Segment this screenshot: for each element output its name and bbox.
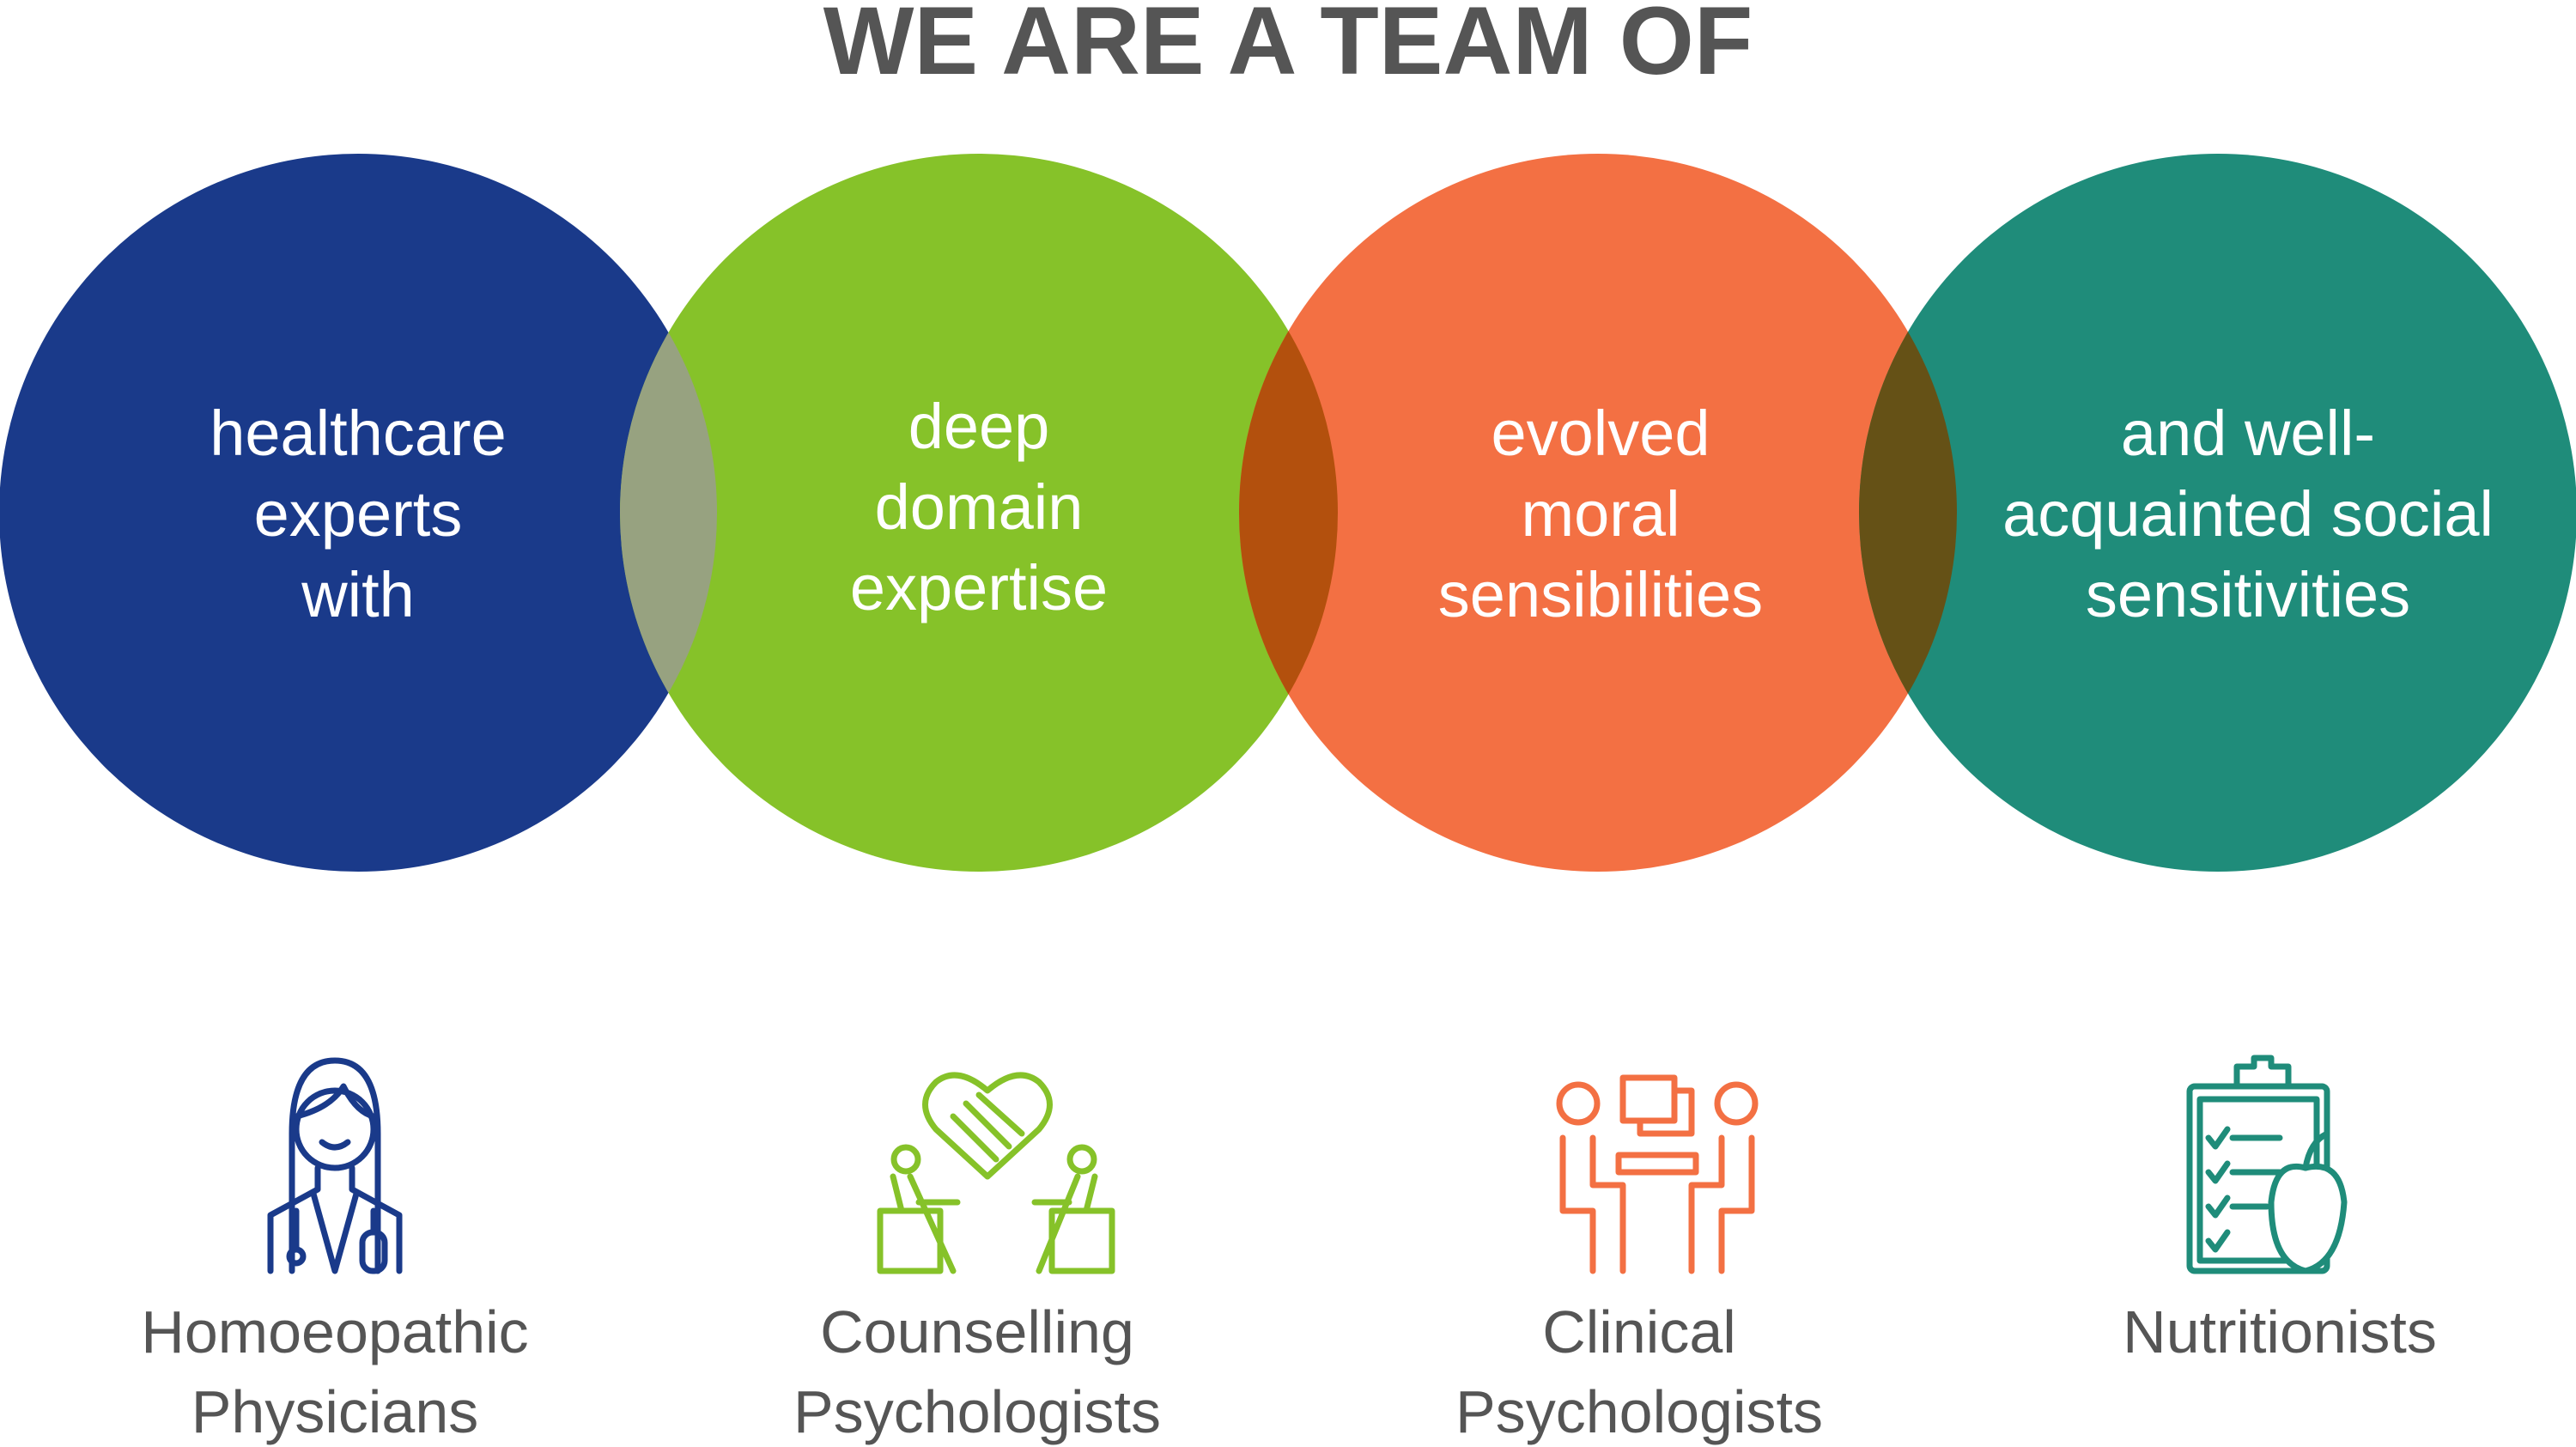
circle-line: evolved [1491,398,1710,469]
team-label-line: Nutritionists [2123,1298,2437,1365]
team-label-line: Psychologists [1455,1378,1823,1445]
circle-healthcare-experts [0,154,717,872]
doctor-icon [267,1057,403,1274]
team-label-line: Counselling [820,1298,1134,1365]
team-label-line: Clinical [1542,1298,1736,1365]
team-label-line: Homoeopathic [141,1298,528,1365]
circle-moral-sensibilities [1239,154,1957,872]
team-label-clinical-psychologists: Clinical Psychologists [1455,1298,1823,1445]
team-label-line: Physicians [191,1378,479,1445]
circle-text-2: deep domain expertise [850,391,1108,623]
circle-line: deep [908,391,1050,462]
circle-line: acquainted social [2002,478,2494,550]
circle-line: experts [254,478,463,550]
circle-line: domain [875,471,1084,543]
team-label-counselling-psychologists: Counselling Psychologists [793,1298,1161,1445]
team-label-homoeopathic-physicians: Homoeopathic Physicians [141,1298,528,1445]
circle-line: sensibilities [1438,559,1763,630]
circle-text-4: and well- acquainted social sensitivitie… [2002,398,2494,630]
circle-line: moral [1521,478,1680,550]
consultation-icon [1556,1074,1759,1274]
circle-line: sensitivities [2086,559,2410,630]
circle-social-sensitivities [1859,154,2576,872]
circle-line: and well- [2121,398,2375,469]
circle-line: healthcare [210,398,507,469]
circle-text-3: evolved moral sensibilities [1438,398,1763,630]
team-label-nutritionists: Nutritionists [2123,1298,2437,1365]
circle-domain-expertise [620,154,1338,872]
counselling-handshake-icon [877,1072,1115,1274]
circle-line: expertise [850,552,1108,623]
team-label-line: Psychologists [793,1378,1161,1445]
page-title: WE ARE A TEAM OF [823,0,1753,94]
circle-line: with [301,559,415,630]
circle-text-1: healthcare experts with [210,398,507,630]
clipboard-apple-icon [2186,1055,2348,1274]
